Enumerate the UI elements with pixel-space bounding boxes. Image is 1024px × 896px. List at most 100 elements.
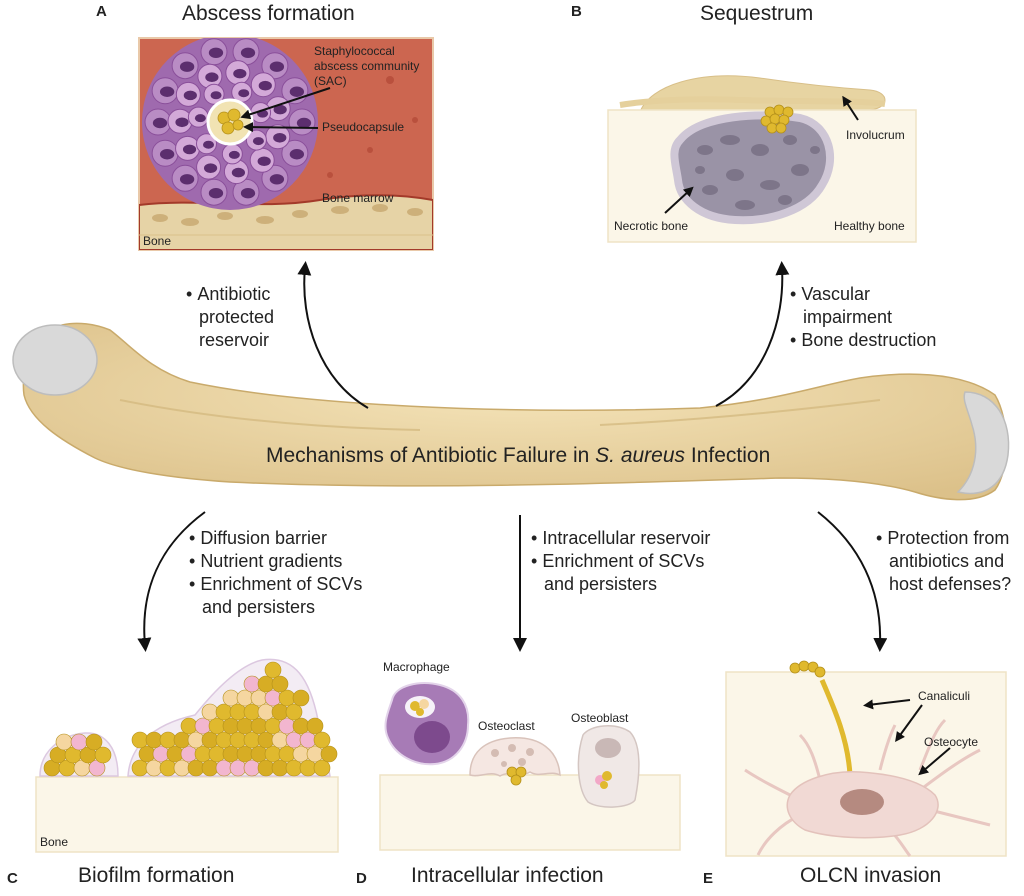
bacterium — [201, 731, 219, 749]
bacterium — [145, 731, 163, 749]
neutrophil-nucleus — [258, 80, 272, 91]
arrow-to-olcn — [817, 511, 888, 652]
label-healthy-bone: Healthy bone — [834, 219, 905, 233]
mechanism-e-cont: host defenses? — [889, 574, 1012, 595]
bacterium — [257, 703, 275, 721]
bacterium — [271, 731, 289, 749]
neutrophil-nucleus — [175, 117, 189, 128]
neutrophil-nucleus — [152, 117, 168, 129]
label-osteocyte: Osteocyte — [924, 735, 979, 749]
neutrophil-nucleus — [203, 140, 215, 149]
mechanism-b-cont: impairment — [803, 307, 893, 328]
label-involucrum: Involucrum — [846, 128, 905, 142]
bacterium — [264, 689, 282, 707]
label-macrophage: Macrophage — [383, 660, 450, 674]
mechanism-list-d: Intracellular reservoir Enrichment of SC… — [531, 527, 710, 596]
mechanism-list-c: Diffusion barrier Nutrient gradients Enr… — [189, 527, 362, 619]
bacterium — [306, 717, 324, 735]
center-title-pre: Mechanisms of Antibiotic Failure in — [266, 444, 596, 467]
neutrophil-nucleus — [269, 174, 285, 185]
neutrophil-nucleus — [159, 149, 175, 160]
bacterium — [194, 745, 212, 763]
neutrophil-nucleus — [159, 86, 175, 97]
label-sac-line2: abscess community — [314, 59, 420, 73]
neutrophil-nucleus — [210, 91, 222, 100]
neutrophil-nucleus — [252, 137, 264, 146]
bacterium — [180, 745, 198, 763]
label-pseudocapsule: Pseudocapsule — [322, 120, 405, 134]
panel-d-intracellular-illustration — [379, 682, 681, 851]
center-title-post: Infection — [685, 444, 771, 467]
bacterium — [201, 759, 219, 777]
label-osteoclast: Osteoclast — [478, 719, 535, 733]
bacterium — [173, 759, 191, 777]
bacterium — [278, 745, 296, 763]
mechanism-list-b: Vascular impairment Bone destruction — [790, 283, 936, 352]
bacterium — [138, 745, 156, 763]
bacterium — [264, 661, 282, 679]
neutrophil-nucleus — [179, 174, 195, 185]
neutrophil-nucleus — [231, 167, 246, 178]
bacterium — [208, 717, 226, 735]
mechanism-arrows — [137, 261, 888, 652]
bacterium — [257, 731, 275, 749]
neutrophil-nucleus — [289, 86, 305, 97]
bacterium — [250, 717, 268, 735]
bacterium — [131, 759, 149, 777]
neutrophil-nucleus — [182, 144, 197, 155]
bacterium — [222, 745, 240, 763]
bacterium — [236, 689, 254, 707]
bacterium — [229, 703, 247, 721]
mechanism-c-item: Nutrient gradients — [189, 550, 362, 573]
bacterium — [285, 703, 303, 721]
bacterium — [173, 731, 191, 749]
neutrophil-nucleus — [233, 68, 247, 79]
mechanism-a-item: Antibiotic — [186, 283, 274, 306]
bacterium — [159, 759, 177, 777]
bacterium — [159, 731, 177, 749]
bacterium — [145, 759, 163, 777]
label-necrotic-bone: Necrotic bone — [614, 219, 689, 233]
neutrophil-nucleus — [208, 47, 224, 59]
bacterium — [243, 703, 261, 721]
neutrophil-nucleus — [205, 72, 219, 83]
bacterium — [257, 675, 275, 693]
bacterium — [229, 759, 247, 777]
panel-a-letter: A — [96, 3, 107, 20]
bacterium — [313, 759, 331, 777]
bacterium — [292, 717, 310, 735]
mechanism-e-cont: antibiotics and — [889, 551, 1005, 572]
bacterium — [55, 733, 73, 751]
bacterium — [215, 731, 233, 749]
bacterium — [250, 689, 268, 707]
bacterium — [320, 745, 338, 763]
bacterium — [292, 745, 310, 763]
bacterium — [278, 717, 296, 735]
bacterium — [187, 731, 205, 749]
neutrophil-nucleus — [194, 114, 206, 123]
center-title: Mechanisms of Antibiotic Failure in S. a… — [266, 444, 770, 468]
bacterium — [229, 731, 247, 749]
panel-e-title: OLCN invasion — [800, 864, 942, 887]
bacterium — [208, 745, 226, 763]
label-canaliculi: Canaliculi — [918, 689, 971, 703]
mechanism-c-item: Diffusion barrier — [189, 527, 362, 550]
condyle-cartilage — [956, 391, 1010, 495]
neutrophil-nucleus — [240, 47, 256, 59]
neutrophil-nucleus — [179, 61, 195, 72]
canaliculus-infected — [819, 679, 853, 776]
bacterium — [299, 731, 317, 749]
bacterium — [94, 746, 112, 764]
bacterium — [271, 703, 289, 721]
mechanism-list-a: Antibiotic protected reservoir — [186, 283, 274, 352]
bacterium — [299, 759, 317, 777]
neutrophil-nucleus — [273, 132, 287, 143]
bacterium — [250, 745, 268, 763]
bacterium — [187, 759, 205, 777]
panel-a-abscess-illustration — [138, 37, 434, 251]
mechanism-b-item: Bone destruction — [790, 329, 936, 352]
neutrophil-nucleus — [269, 61, 285, 72]
bacterium — [285, 759, 303, 777]
bacterium — [236, 745, 254, 763]
